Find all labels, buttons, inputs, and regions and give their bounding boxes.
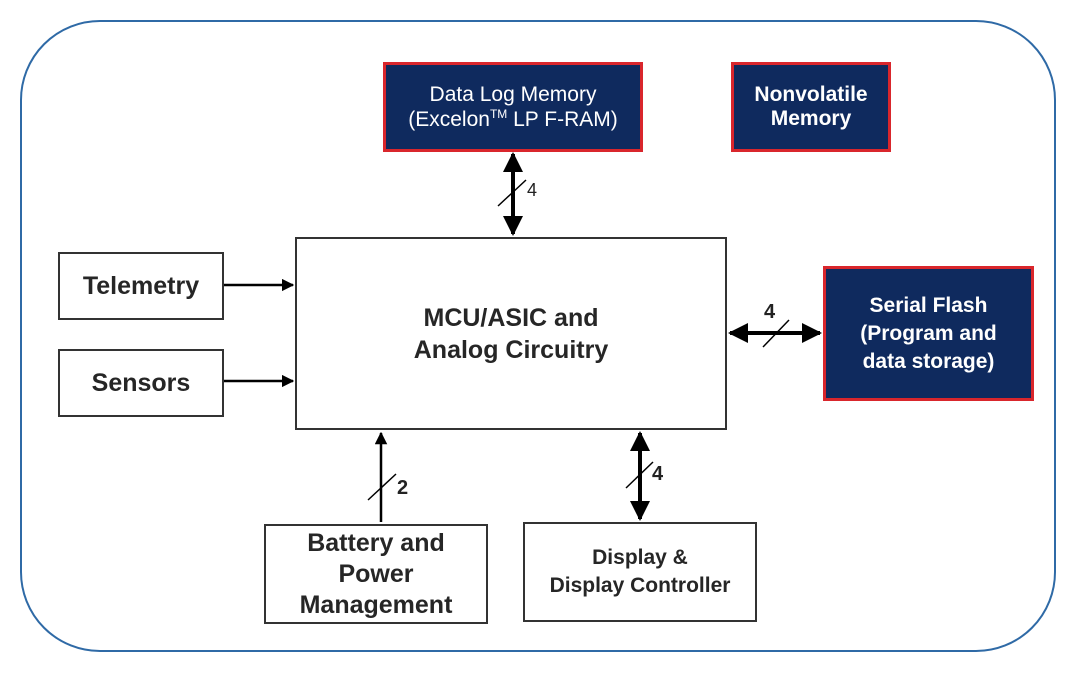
display-bus-width: 4 [652,463,664,485]
serial-flash-line2: (Program and [860,321,997,345]
data-log-memory-subtitle: (ExcelonTM LP F-RAM) [408,106,618,131]
mcu-line2: Analog Circuitry [413,335,609,364]
battery-line3: Management [299,590,453,619]
mcu-line1: MCU/ASIC and [423,303,599,332]
telemetry-block: Telemetry [58,252,224,320]
data-log-bus-slash [497,179,527,207]
sensors-label: Sensors [91,368,191,397]
nonvolatile-memory-line2: Memory [770,107,852,130]
battery-bus-width: 2 [397,477,408,499]
outer-frame [20,20,1056,652]
trademark-superscript: TM [489,106,508,121]
nonvolatile-memory-block: Nonvolatile Memory [731,62,891,152]
mcu-block: MCU/ASIC and Analog Circuitry [295,237,727,430]
serial-flash-line3: data storage) [862,349,995,373]
data-log-memory-title: Data Log Memory [429,82,597,106]
serial-flash-line1: Serial Flash [869,293,988,317]
battery-block: Battery and Power Management [264,524,488,624]
telemetry-label: Telemetry [82,271,200,300]
display-line2: Display Controller [549,574,731,597]
display-block: Display & Display Controller [523,522,757,622]
battery-line2: Power [338,559,414,588]
data-log-bus-width: 4 [527,180,537,200]
data-log-memory-block: Data Log Memory (ExcelonTM LP F-RAM) [383,62,643,152]
battery-bus-slash [367,473,397,501]
nonvolatile-memory-line1: Nonvolatile [754,83,868,106]
serial-flash-block: Serial Flash (Program and data storage) [823,266,1034,401]
sensors-block: Sensors [58,349,224,417]
serial-flash-bus-width: 4 [764,301,776,323]
battery-line1: Battery and [307,528,445,557]
serial-flash-bus-slash [762,319,790,348]
display-bus-slash [625,461,654,489]
display-line1: Display & [592,546,688,569]
